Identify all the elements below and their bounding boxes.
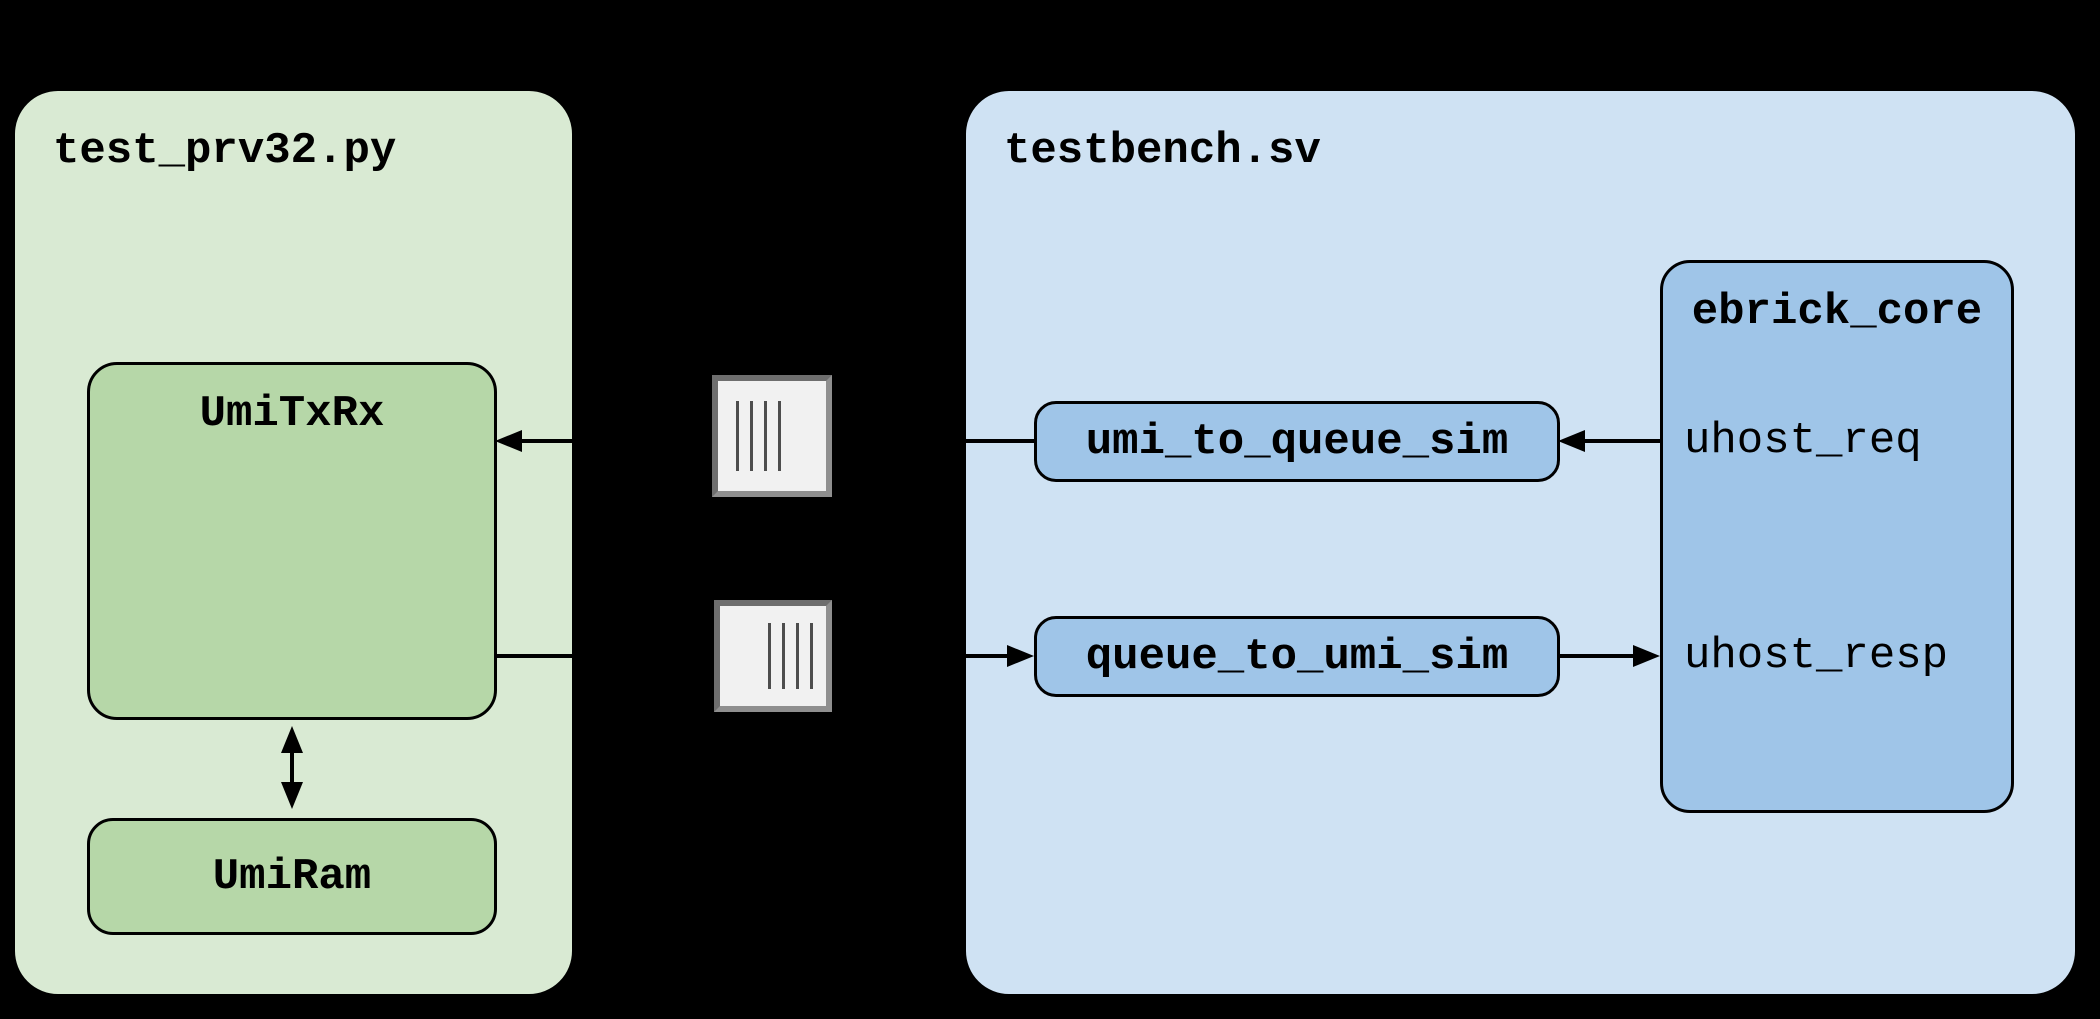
block-queue-to-umi-sim-label: queue_to_umi_sim bbox=[1085, 631, 1509, 682]
block-ebrick-core: ebrick_core bbox=[1660, 260, 2014, 813]
queue-file-icon-top bbox=[712, 375, 832, 497]
block-ebrick-core-label: ebrick_core bbox=[1691, 287, 1983, 337]
queue-tick-icon bbox=[810, 623, 813, 689]
queue-tick-icon bbox=[736, 401, 739, 471]
queue-file-icon-bottom bbox=[714, 600, 832, 712]
connector-umitxrx-to-queueicon-line bbox=[495, 654, 714, 658]
queue-tick-icon bbox=[768, 623, 771, 689]
right-panel-title: testbench.sv bbox=[1004, 126, 1321, 176]
block-umi-to-queue-sim-label: umi_to_queue_sim bbox=[1085, 416, 1509, 467]
left-panel-title: test_prv32.py bbox=[53, 126, 397, 176]
arrowhead-up-icon bbox=[281, 726, 303, 753]
queue-tick-icon bbox=[750, 401, 753, 471]
block-umi-to-queue-sim: umi_to_queue_sim bbox=[1034, 401, 1560, 482]
block-umitxrx: UmiTxRx bbox=[87, 362, 497, 720]
umitxrx-umiram-connector-line bbox=[290, 748, 294, 788]
queue-tick-icon bbox=[764, 401, 767, 471]
connector-queuesim-to-ebrick-line bbox=[1560, 654, 1640, 658]
arrowhead-left-icon bbox=[1558, 430, 1585, 452]
arrowhead-right-icon bbox=[1007, 645, 1034, 667]
connector-queueicon-to-umitxrx-line bbox=[515, 439, 712, 443]
connector-ebrick-to-umisim-line bbox=[1578, 439, 1660, 443]
arrowhead-left-icon bbox=[495, 430, 522, 452]
block-queue-to-umi-sim: queue_to_umi_sim bbox=[1034, 616, 1560, 697]
block-umitxrx-label: UmiTxRx bbox=[199, 389, 385, 439]
queue-tick-icon bbox=[782, 623, 785, 689]
connector-queueicon-to-queuesim-line bbox=[832, 654, 1014, 658]
block-umiram-label: UmiRam bbox=[212, 851, 372, 902]
queue-tick-icon bbox=[778, 401, 781, 471]
port-uhost-req: uhost_req bbox=[1684, 416, 1922, 466]
queue-tick-icon bbox=[796, 623, 799, 689]
block-umiram: UmiRam bbox=[87, 818, 497, 935]
port-uhost-resp: uhost_resp bbox=[1684, 631, 1949, 681]
connector-umisim-to-queueicon-line bbox=[832, 439, 1034, 443]
arrowhead-right-icon bbox=[1633, 645, 1660, 667]
arrowhead-down-icon bbox=[281, 782, 303, 809]
